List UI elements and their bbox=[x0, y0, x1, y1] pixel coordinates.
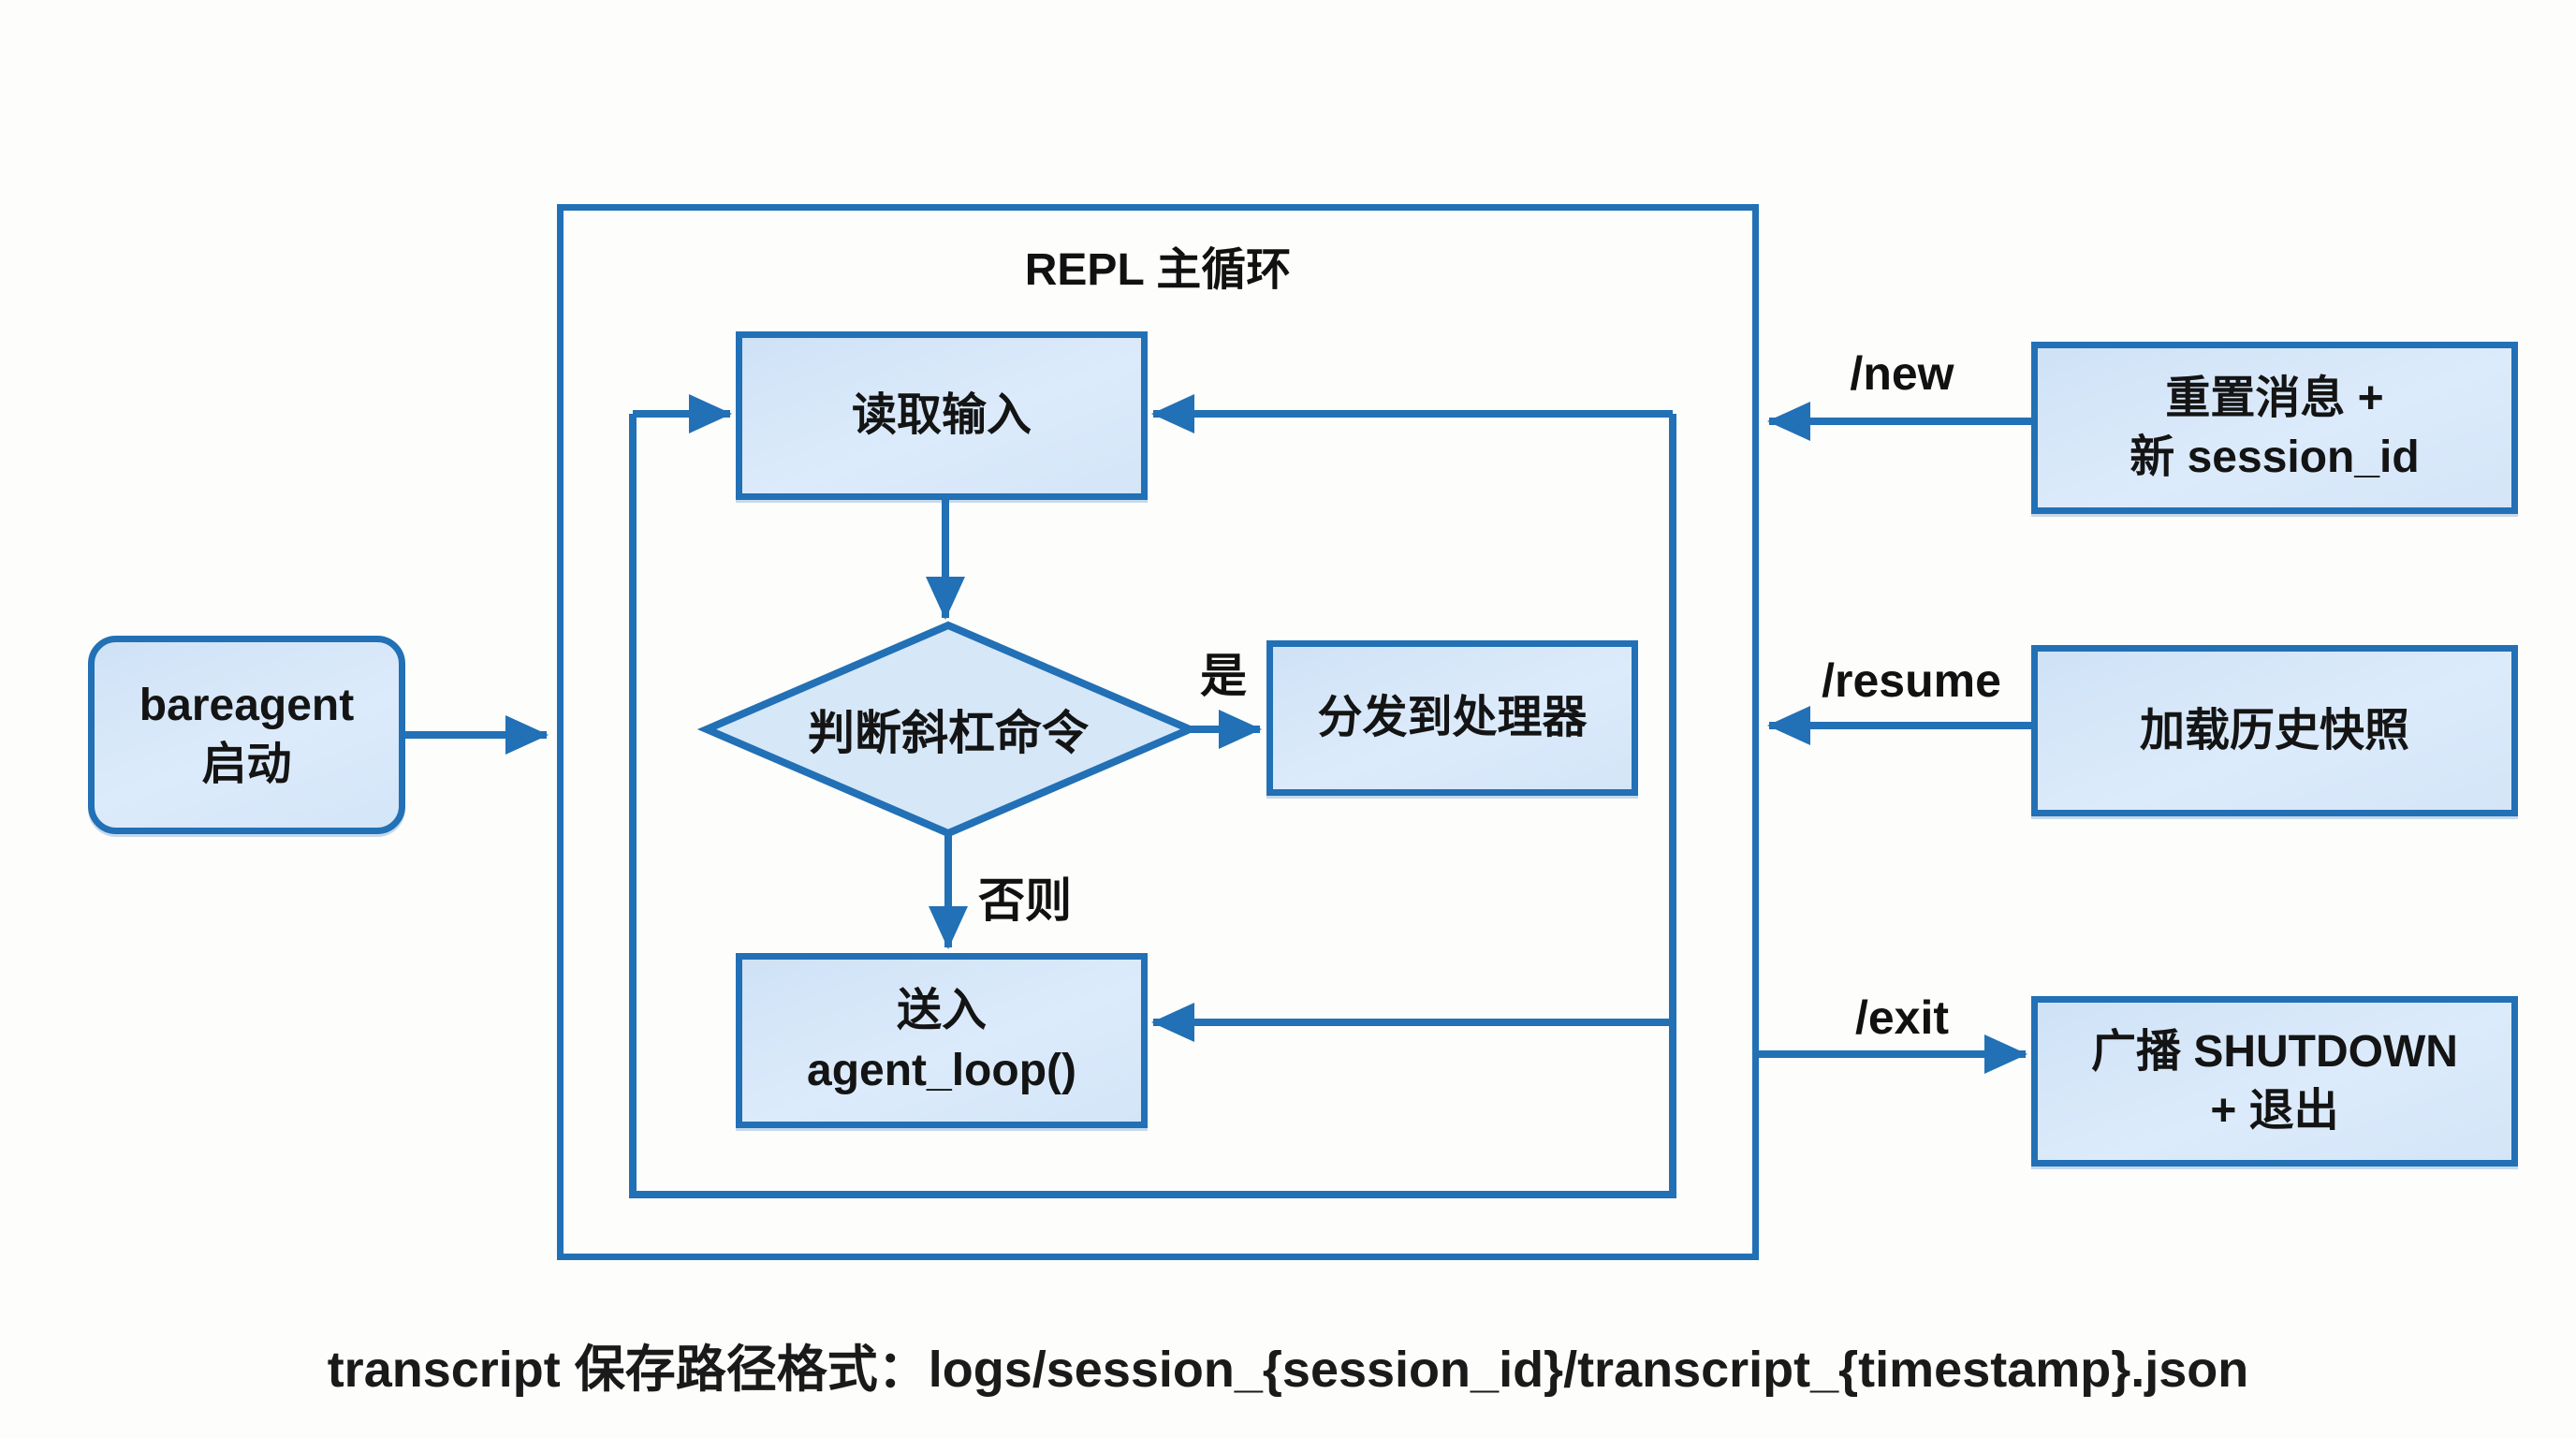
node-exit-handler: 广播 SHUTDOWN + 退出 bbox=[2031, 996, 2518, 1167]
node-resume-handler: 加载历史快照 bbox=[2031, 645, 2518, 816]
node-new-handler: 重置消息 + 新 session_id bbox=[2031, 342, 2518, 514]
node-new-handler-line2: 新 session_id bbox=[2130, 433, 2420, 482]
node-start: bareagent 启动 bbox=[88, 636, 405, 834]
node-start-line2: 启动 bbox=[201, 740, 292, 789]
node-dispatch-label: 分发到处理器 bbox=[1317, 693, 1588, 743]
repl-loop-container bbox=[557, 204, 1759, 1260]
edge-label-yes: 是 bbox=[1200, 650, 1247, 702]
node-exit-handler-line2: + 退出 bbox=[2210, 1086, 2339, 1136]
node-decision-label: 判断斜杠命令 bbox=[808, 707, 1089, 759]
edge-label-resume: /resume bbox=[1822, 654, 2001, 707]
repl-loop-title: REPL 主循环 bbox=[1024, 245, 1292, 295]
transcript-path-caption: transcript 保存路径格式：logs/session_{session_… bbox=[327, 1342, 2249, 1398]
node-agent-loop-line1: 送入 bbox=[896, 986, 987, 1036]
edge-label-otherwise: 否则 bbox=[978, 874, 1072, 927]
decision-diamond-shape bbox=[696, 621, 1200, 838]
node-resume-handler-label: 加载历史快照 bbox=[2139, 705, 2409, 756]
edge-label-new: /new bbox=[1850, 347, 1954, 400]
node-decision: 判断斜杠命令 bbox=[707, 625, 1190, 833]
edge-label-exit: /exit bbox=[1854, 991, 1950, 1044]
node-dispatch: 分发到处理器 bbox=[1266, 640, 1638, 796]
node-start-line1: bareagent bbox=[139, 680, 355, 730]
node-new-handler-line1: 重置消息 + bbox=[2165, 373, 2384, 423]
edge-loop-spine bbox=[629, 414, 1676, 1198]
node-agent-loop: 送入 agent_loop() bbox=[736, 953, 1148, 1128]
node-read-input-label: 读取输入 bbox=[851, 390, 1032, 441]
node-read-input: 读取输入 bbox=[736, 331, 1148, 500]
node-exit-handler-line1: 广播 SHUTDOWN bbox=[2091, 1026, 2458, 1077]
node-agent-loop-line2: agent_loop() bbox=[807, 1045, 1076, 1095]
